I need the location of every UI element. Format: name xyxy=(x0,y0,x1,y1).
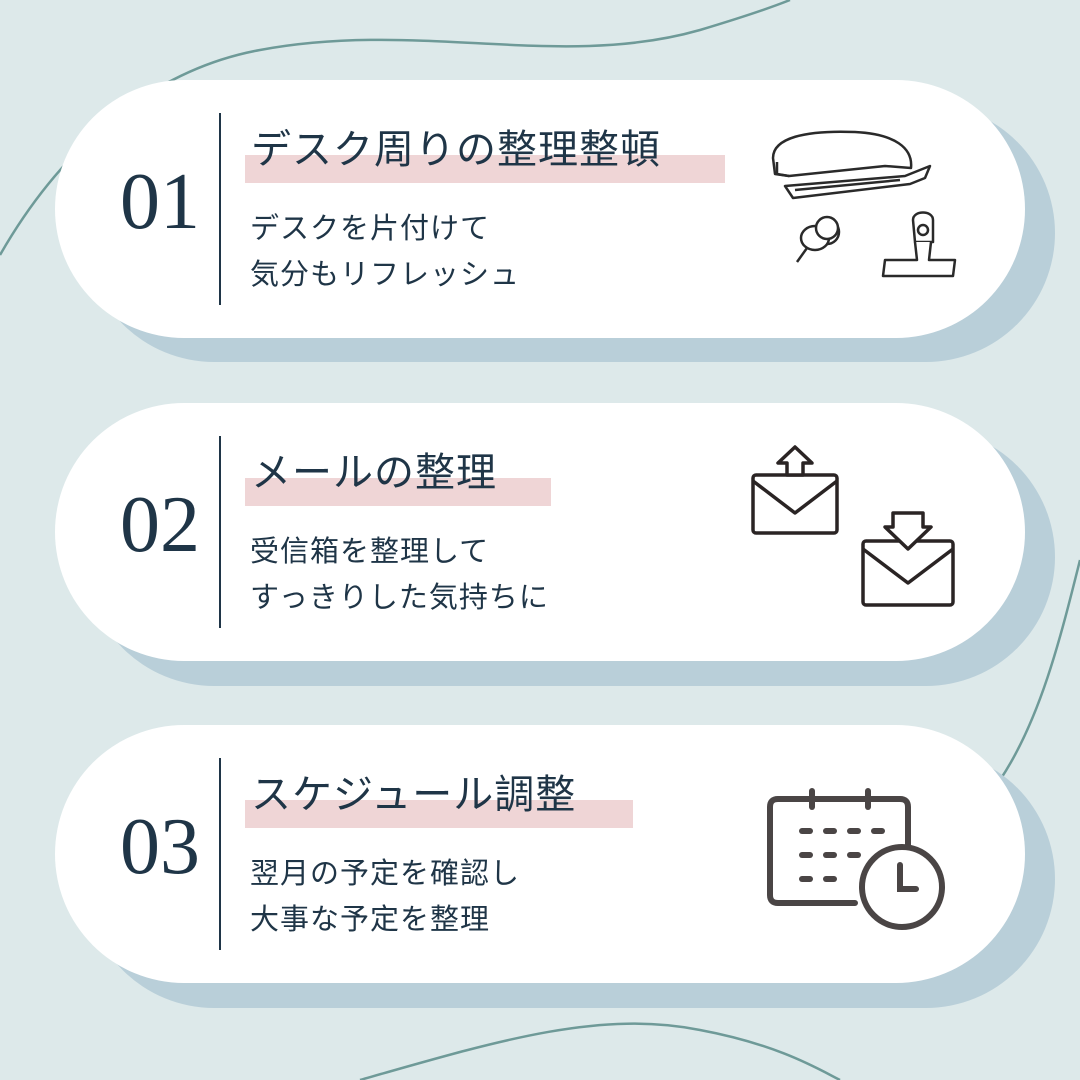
item-description: 受信箱を整理してすっきりした気持ちに xyxy=(250,528,549,620)
title-highlight xyxy=(245,478,551,506)
item-description: デスクを片付けて気分もリフレッシュ xyxy=(250,205,520,297)
stationery-icon xyxy=(771,130,957,278)
description-line: デスクを片付けて xyxy=(250,211,491,245)
description-line: 気分もリフレッシュ xyxy=(250,257,521,291)
description-line: 翌月の予定を確認し xyxy=(250,856,521,890)
item-description: 翌月の予定を確認し大事な予定を整理 xyxy=(250,850,520,942)
divider xyxy=(219,758,221,950)
calendar-clock-icon xyxy=(767,788,945,930)
item-card-2: 02 メールの整理 受信箱を整理してすっきりした気持ちに xyxy=(55,403,1025,661)
item-card-1: 01 デスク周りの整理整頓 デスクを片付けて気分もリフレッシュ xyxy=(55,80,1025,338)
item-number: 01 xyxy=(120,158,200,246)
description-line: すっきりした気持ちに xyxy=(250,580,549,614)
item-title: メールの整理 xyxy=(251,450,497,496)
title-highlight xyxy=(245,800,633,828)
divider xyxy=(219,436,221,628)
description-line: 受信箱を整理して xyxy=(250,534,490,568)
description-line: 大事な予定を整理 xyxy=(250,902,491,936)
item-title: スケジュール調整 xyxy=(251,772,577,818)
item-title: デスク周りの整理整頓 xyxy=(251,127,661,173)
divider xyxy=(219,113,221,305)
item-card-3: 03 スケジュール調整 翌月の予定を確認し大事な予定を整理 xyxy=(55,725,1025,983)
title-highlight xyxy=(245,155,725,183)
mail-send-receive-icon xyxy=(751,445,955,607)
item-number: 02 xyxy=(120,481,200,569)
item-number: 03 xyxy=(120,803,200,891)
